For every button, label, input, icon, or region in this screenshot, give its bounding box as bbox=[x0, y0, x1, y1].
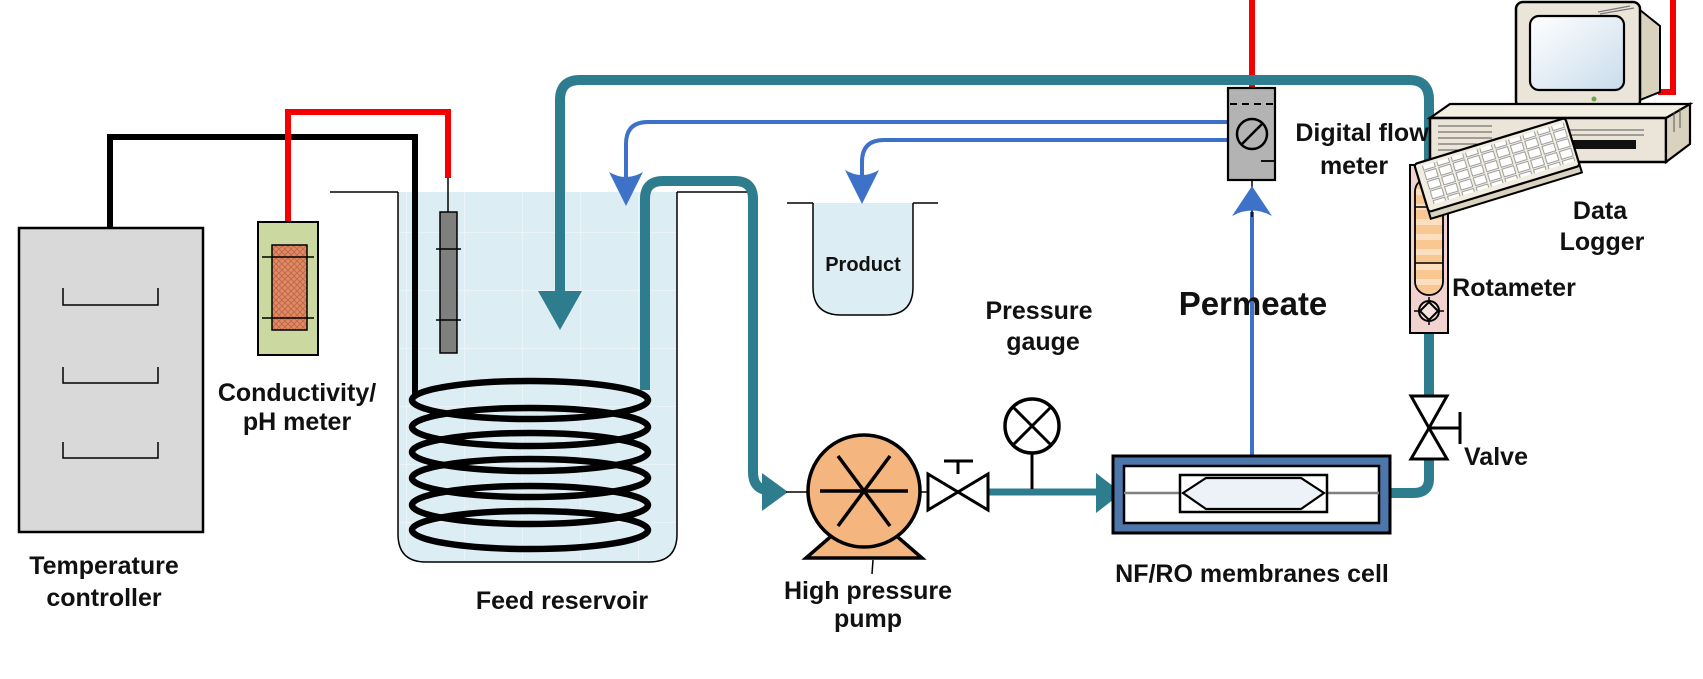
temperature-controller-label-2: controller bbox=[46, 584, 162, 612]
valve-label: Valve bbox=[1464, 443, 1528, 471]
membrane-element bbox=[1178, 473, 1329, 514]
pump-label-1: High pressure bbox=[784, 577, 952, 605]
product-line bbox=[845, 138, 1228, 204]
rotameter-label: Rotameter bbox=[1452, 274, 1576, 302]
recycle-pipe bbox=[538, 75, 1434, 498]
red-signal-wire-ph bbox=[285, 109, 451, 223]
permeate-return-line bbox=[609, 120, 1228, 206]
feed-reservoir bbox=[330, 191, 748, 563]
rotameter-float bbox=[1414, 297, 1444, 325]
pump-valve bbox=[920, 459, 990, 513]
conductivity-meter-label-1: Conductivity/ bbox=[218, 379, 376, 407]
high-pressure-pump bbox=[801, 433, 927, 575]
membrane-cell-label: NF/RO membranes cell bbox=[1115, 560, 1389, 588]
labels: Temperature controller Conductivity/ pH … bbox=[29, 119, 1644, 633]
data-logger-computer bbox=[1413, 0, 1694, 220]
digital-flow-meter bbox=[1226, 86, 1277, 182]
feed-reservoir-label: Feed reservoir bbox=[476, 587, 649, 615]
monitor bbox=[1514, 0, 1661, 110]
pressure-gauge-label-1: Pressure bbox=[985, 297, 1092, 325]
ph-probe bbox=[436, 211, 461, 354]
black-power-wire bbox=[107, 134, 418, 397]
product-beaker bbox=[787, 202, 938, 316]
pressure-gauge-label-2: gauge bbox=[1006, 328, 1080, 356]
permeate-line bbox=[1232, 181, 1272, 457]
flow-meter-label-1: Digital flow bbox=[1295, 119, 1429, 147]
flow-meter-label-2: meter bbox=[1320, 152, 1388, 180]
suction-pipe bbox=[640, 176, 810, 511]
pressure-gauge bbox=[1003, 397, 1061, 489]
membrane-cell bbox=[1111, 454, 1392, 535]
data-logger-label-2: Logger bbox=[1560, 228, 1645, 256]
data-logger-label-1: Data bbox=[1573, 197, 1628, 225]
red-signal-wire-datalogger bbox=[1658, 0, 1676, 95]
heating-coil bbox=[408, 377, 652, 553]
concentrate-valve bbox=[1408, 394, 1462, 461]
temperature-controller-label-1: Temperature bbox=[29, 552, 179, 580]
feed-pipe bbox=[988, 473, 1122, 513]
conductivity-ph-meter bbox=[257, 221, 319, 356]
conductivity-meter-label-2: pH meter bbox=[243, 408, 352, 436]
pump-label-2: pump bbox=[834, 605, 902, 633]
product-label: Product bbox=[825, 254, 901, 276]
temperature-controller bbox=[17, 226, 205, 534]
permeate-label: Permeate bbox=[1179, 285, 1328, 322]
keyboard bbox=[1413, 117, 1584, 220]
